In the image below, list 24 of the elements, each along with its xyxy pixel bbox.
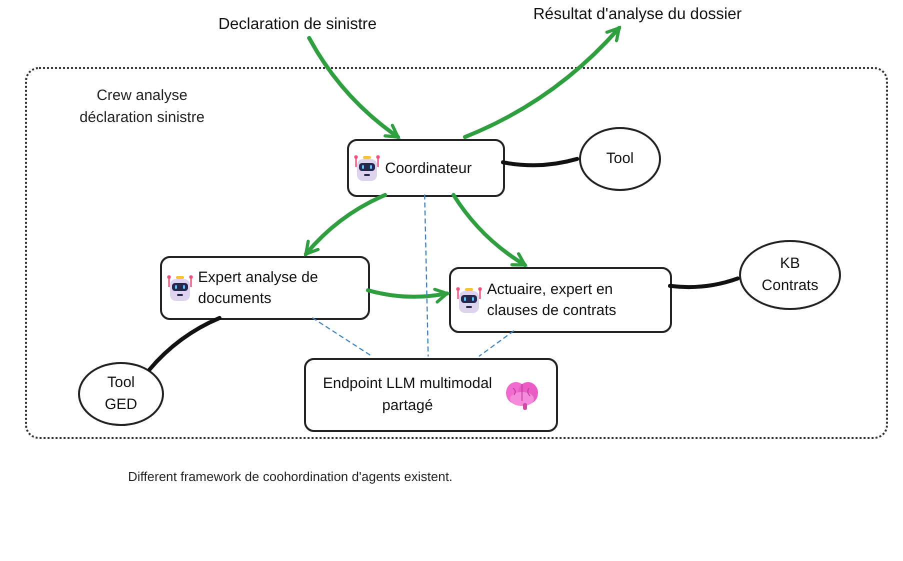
node-label: KB Contrats (760, 254, 820, 296)
group-container (25, 67, 888, 439)
arrow (463, 26, 622, 139)
node-label: Declaration de sinistre (218, 15, 377, 35)
arrow (366, 288, 449, 304)
dashed-connector (312, 317, 372, 357)
dashed-connector (478, 330, 514, 357)
node-label: Tool (605, 149, 635, 169)
arrow (452, 193, 527, 267)
agent-box (347, 139, 505, 197)
node-label: Résultat d'analyse du dossier (533, 5, 742, 25)
node-label: Tool GED (104, 373, 138, 415)
llm-box (304, 358, 558, 432)
node-label: Coordinateur (385, 158, 472, 178)
arrow (307, 36, 400, 139)
node-label: Actuaire, expert en clauses de contrats (487, 280, 618, 321)
note-text: Different framework de coohordination d'agents existent. (128, 468, 453, 486)
node-label: Expert analyse de documents (198, 268, 320, 309)
dashed-connector (424, 194, 429, 357)
agent-box (160, 256, 370, 320)
agent-box (449, 267, 672, 333)
arrow (304, 193, 388, 256)
node-label: Crew analyse déclaration sinistre (78, 86, 206, 128)
node-label: Endpoint LLM multimodal partagé (322, 374, 494, 416)
